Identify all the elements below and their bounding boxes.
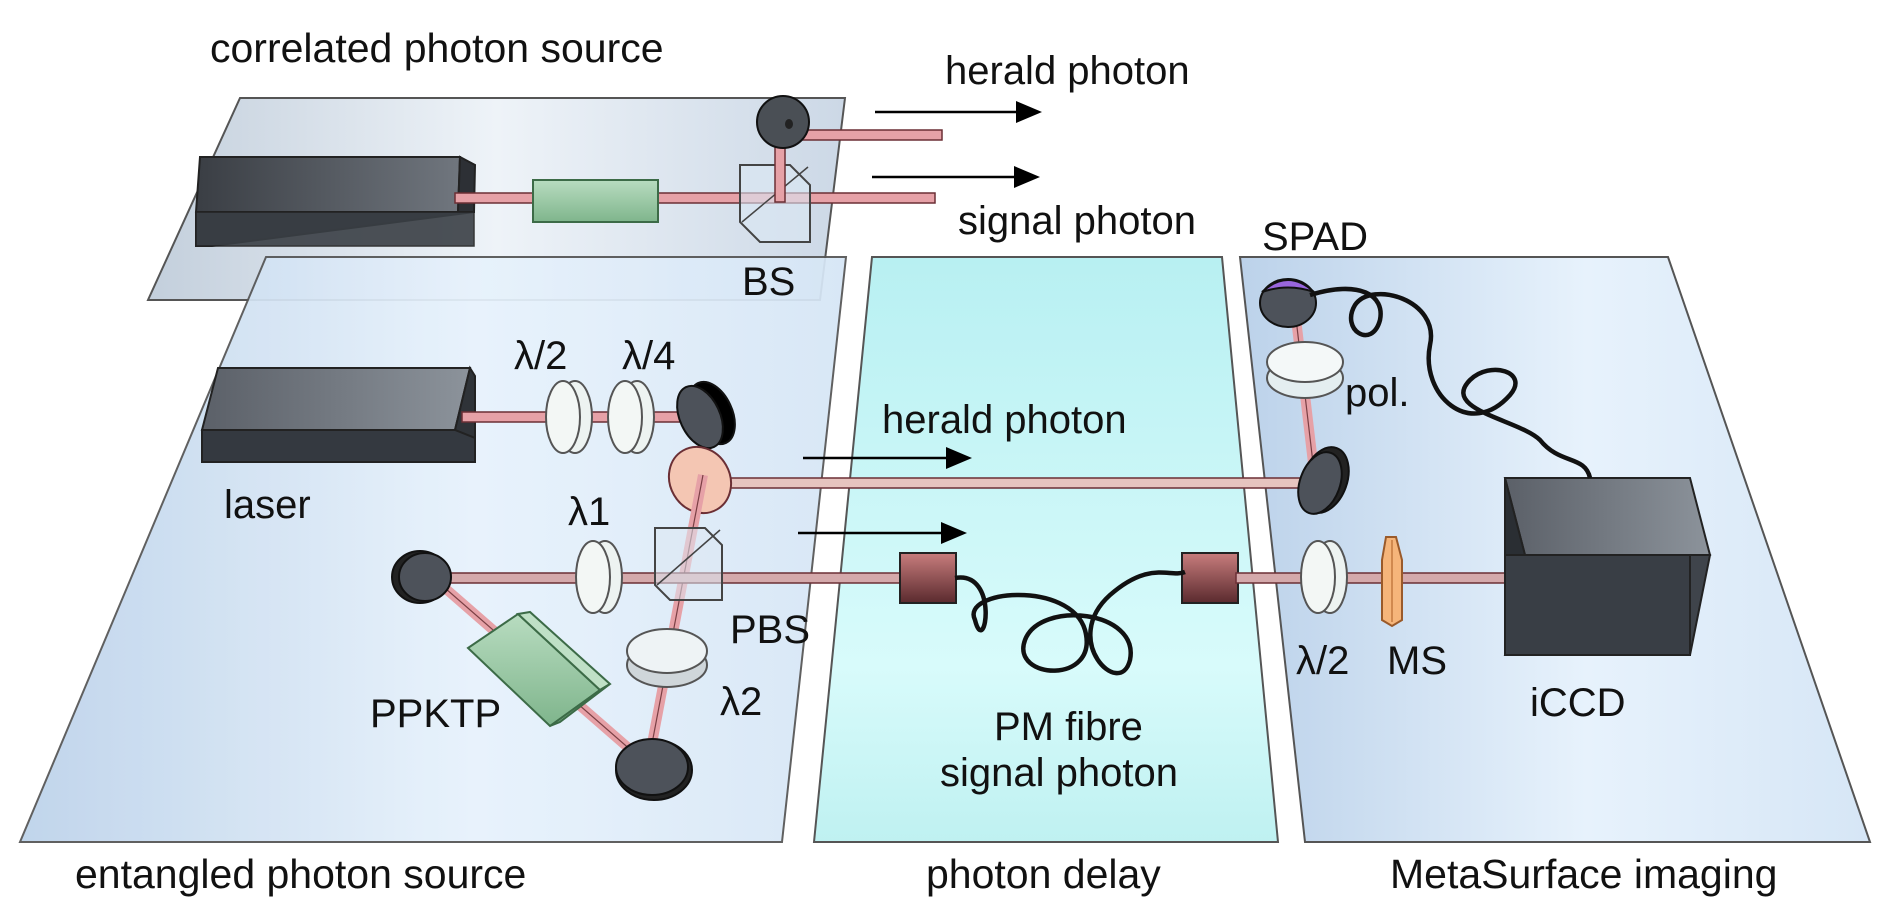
waveplate-lambda2 xyxy=(626,628,708,688)
section-title-delay: photon delay xyxy=(926,851,1161,897)
beam-herald-mid xyxy=(699,477,1331,489)
mirror-imaging xyxy=(1297,446,1350,515)
label-spad: SPAD xyxy=(1262,215,1368,259)
polarizer xyxy=(1266,341,1344,399)
label-iccd: iCCD xyxy=(1530,681,1626,725)
label-bs: BS xyxy=(742,260,795,304)
section-title-correlated: correlated photon source xyxy=(210,25,664,71)
mirror-left xyxy=(391,550,452,604)
label-lambda2: λ2 xyxy=(720,680,762,724)
waveplate-half xyxy=(545,380,593,454)
arrow-signal-mid xyxy=(798,522,967,544)
label-half-wave: λ/2 xyxy=(514,334,567,378)
fibre-coupler-left xyxy=(899,552,957,604)
arrow-herald-top xyxy=(875,101,1042,123)
metasurface-element xyxy=(1381,536,1403,628)
laser-box xyxy=(200,365,476,463)
spad-detector xyxy=(1259,278,1317,328)
label-pm-fibre: PM fibre xyxy=(994,705,1143,749)
beam-imaging xyxy=(1235,572,1517,584)
fibre-coupler-right xyxy=(1181,552,1239,604)
waveplate-imaging xyxy=(1300,540,1348,614)
section-title-imaging: MetaSurface imaging xyxy=(1390,851,1777,897)
label-laser: laser xyxy=(224,483,311,527)
ppktp-crystal xyxy=(466,610,612,728)
spad-cable xyxy=(1309,286,1593,479)
waveplate-quarter xyxy=(607,380,655,454)
mirror-bottom xyxy=(615,738,693,801)
beam-top-line xyxy=(454,192,936,204)
label-quarter-wave: λ/4 xyxy=(622,334,675,378)
iccd-camera xyxy=(1503,477,1712,656)
crystal-top xyxy=(532,179,659,223)
mirror-top-center xyxy=(785,119,793,129)
arrow-signal-top xyxy=(872,166,1040,188)
label-ppktp: PPKTP xyxy=(370,692,501,736)
pm-fibre-coil xyxy=(954,569,1186,676)
panel-photon-delay xyxy=(812,256,1280,843)
section-title-entangled: entangled photon source xyxy=(75,851,526,897)
label-herald-top: herald photon xyxy=(945,49,1190,93)
label-ms: MS xyxy=(1387,639,1447,683)
beam-diag-edge xyxy=(646,474,704,771)
mirror-laser xyxy=(676,380,736,450)
label-pm-fibre-signal: signal photon xyxy=(940,751,1178,795)
arrow-herald-mid xyxy=(803,447,972,469)
mirror-top xyxy=(756,95,810,149)
label-half-wave-imaging: λ/2 xyxy=(1296,639,1349,683)
pbs-cube xyxy=(654,527,723,601)
waveplate-lambda1 xyxy=(575,540,623,614)
label-herald-mid: herald photon xyxy=(882,398,1127,442)
label-pol: pol. xyxy=(1345,371,1410,415)
label-signal-top: signal photon xyxy=(958,199,1196,243)
label-lambda1: λ1 xyxy=(568,490,610,534)
laser-box-top xyxy=(194,155,477,247)
label-pbs: PBS xyxy=(730,608,810,652)
